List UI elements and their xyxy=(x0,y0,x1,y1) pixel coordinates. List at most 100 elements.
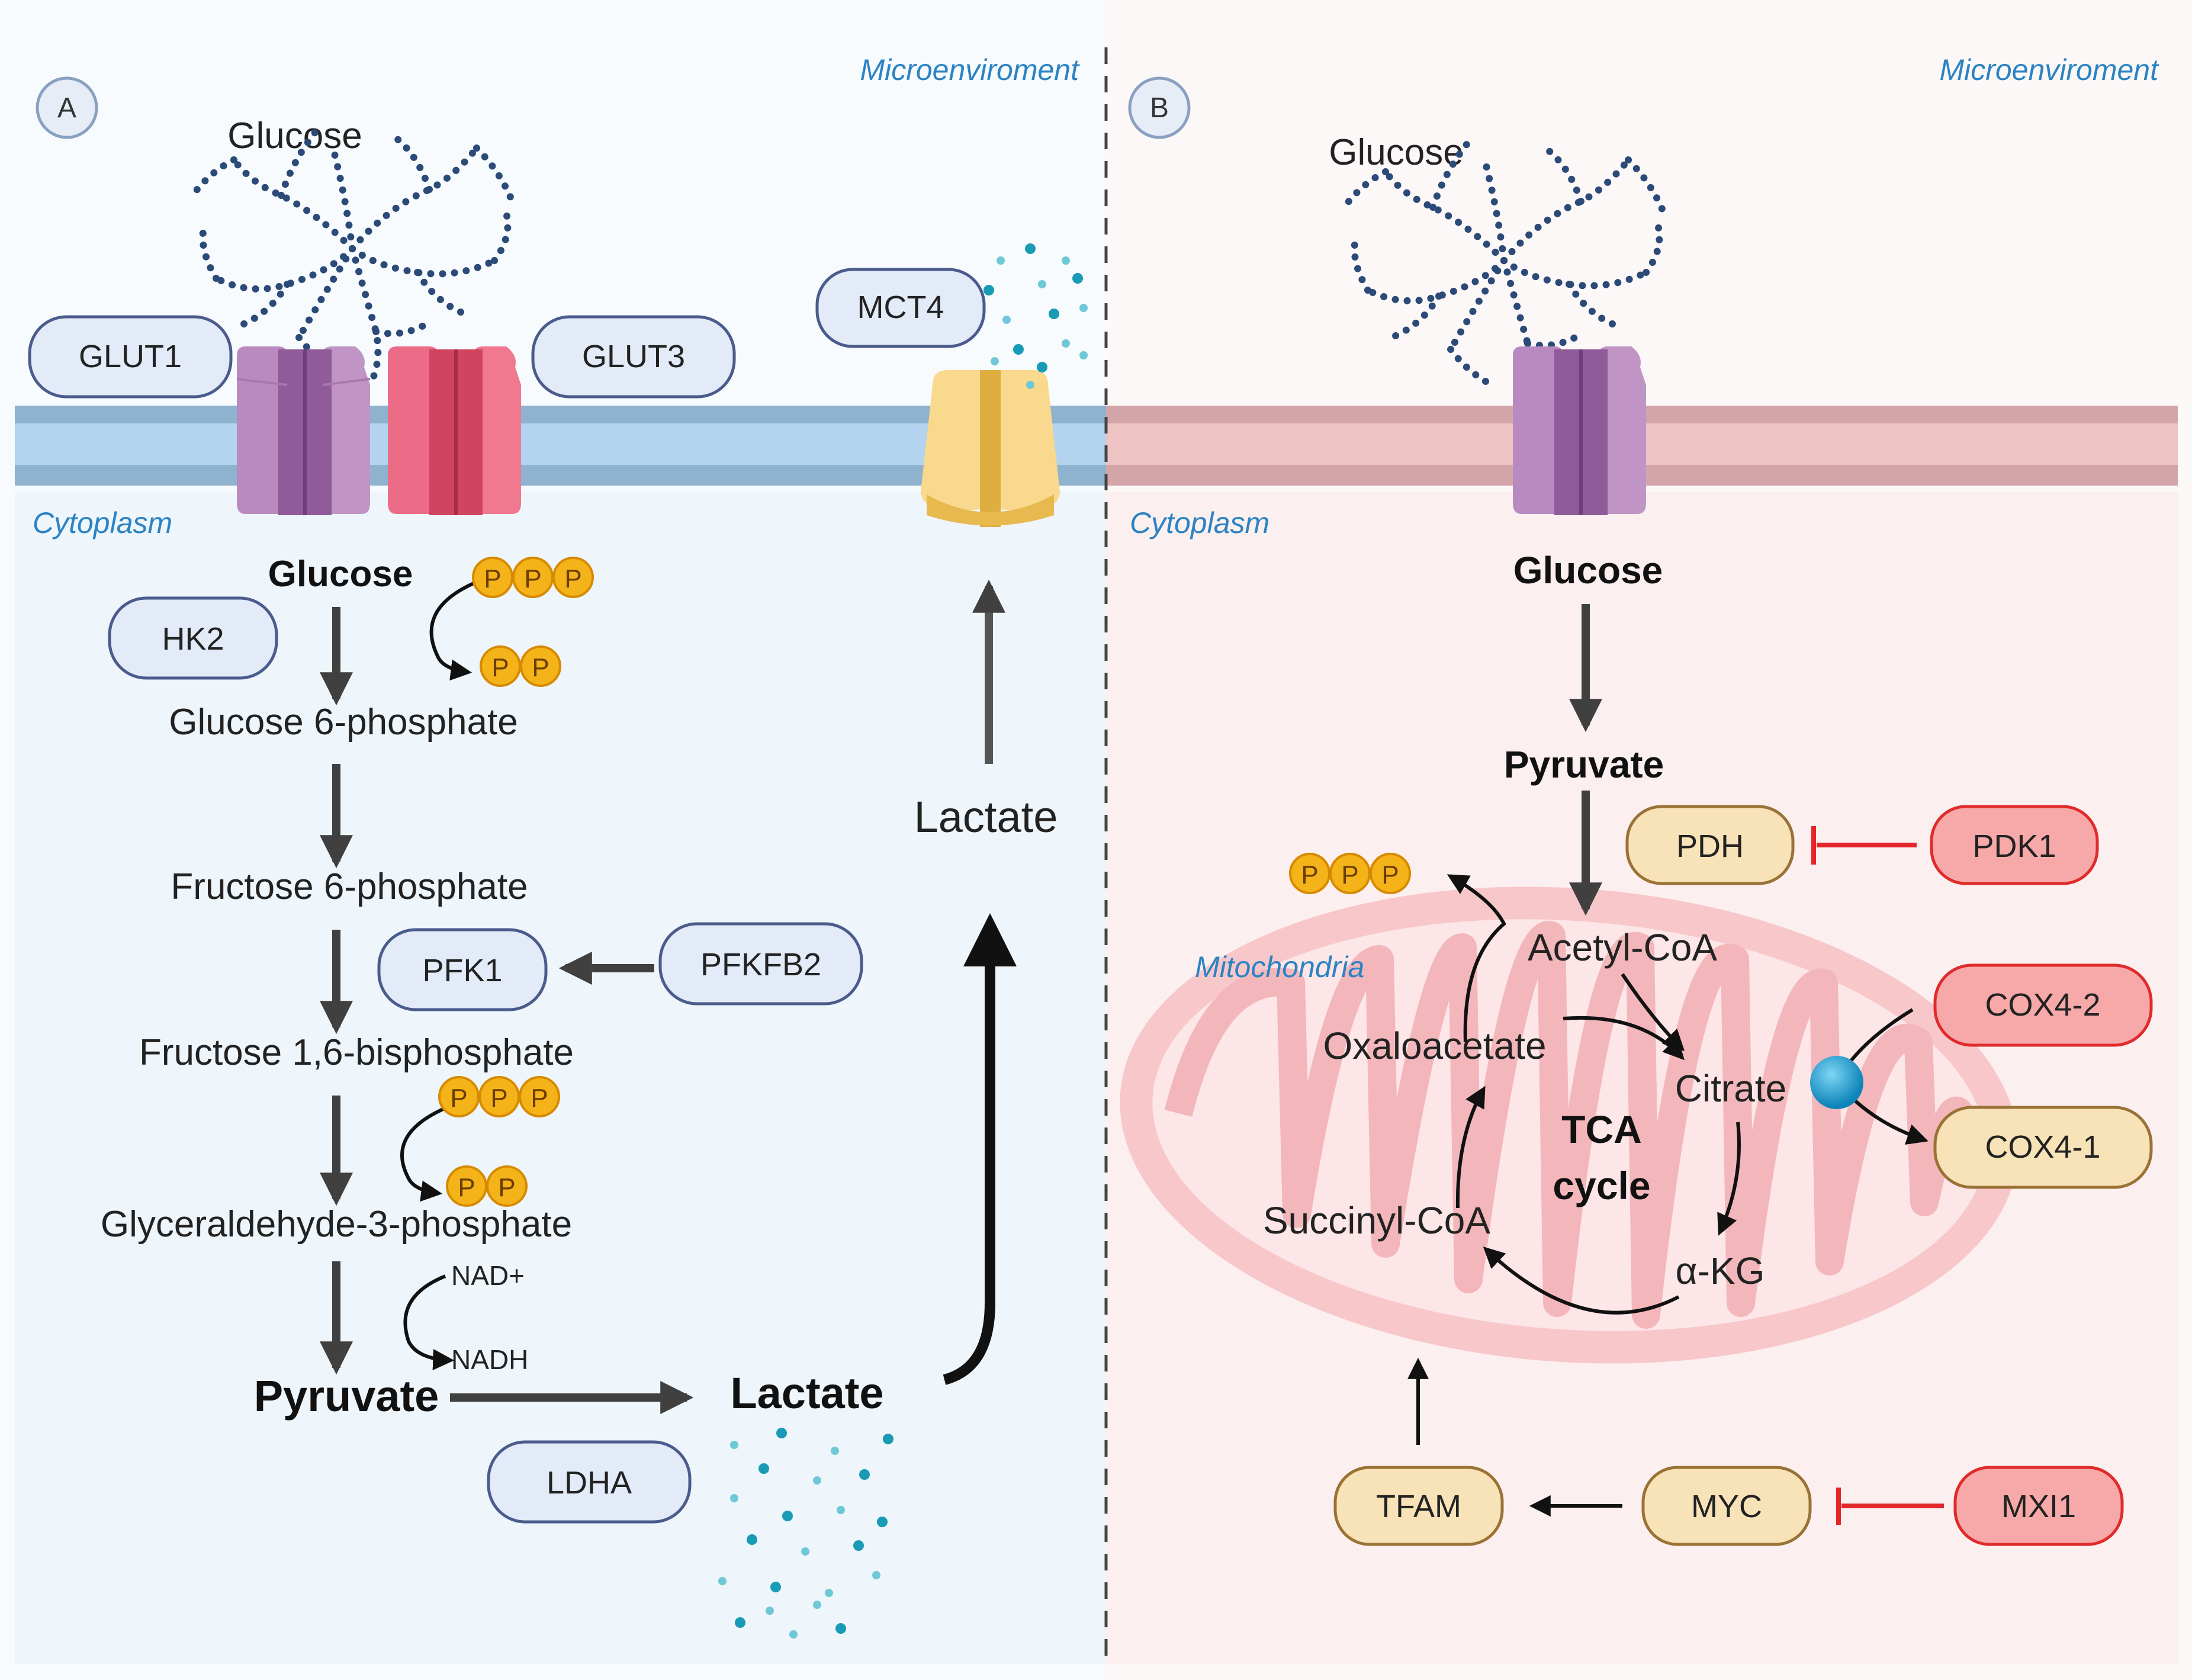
citrate-label: Citrate xyxy=(1675,1067,1787,1110)
mxi1-label: MXI1 xyxy=(1953,1466,2124,1546)
phosphate-icon xyxy=(1370,853,1411,894)
cycle-label: cycle xyxy=(1553,1164,1650,1207)
ldha-text: LDHA xyxy=(547,1465,632,1501)
mct4-label: MCT4 xyxy=(815,268,986,348)
lactate-dot xyxy=(813,1601,821,1609)
glut3-label: GLUT3 xyxy=(531,315,736,399)
glucose-strand xyxy=(414,269,468,317)
phosphate-letter: P xyxy=(484,564,501,593)
lactate-dot xyxy=(782,1511,793,1521)
panel-a-badge: A xyxy=(36,76,98,139)
lactate-dot xyxy=(1038,280,1046,288)
glyceraldehyde-3-phosphate-label: Glyceraldehyde-3-phosphate xyxy=(101,1204,572,1245)
glucose-strand xyxy=(199,221,220,282)
panel-b-badge: B xyxy=(1128,76,1191,139)
phosphate-letter: P xyxy=(531,1084,548,1113)
cox41-text: COX4-1 xyxy=(1985,1129,2100,1165)
glucose-strand xyxy=(1364,257,1508,304)
glut1-text: GLUT1 xyxy=(79,339,182,374)
pfkfb2-text: PFKFB2 xyxy=(700,947,821,982)
glucose-strand xyxy=(189,156,237,199)
glucose-strand xyxy=(1483,162,1508,264)
lactate-dot xyxy=(1026,381,1034,389)
pfk1-label: PFK1 xyxy=(377,928,548,1011)
glucose-strand xyxy=(1542,144,1584,205)
lactate-dot xyxy=(1049,309,1059,319)
lactate-dot xyxy=(718,1577,727,1585)
mitochondria-label: Mitochondria xyxy=(1195,950,1364,984)
panel-b-pyruvate-label: Pyruvate xyxy=(1504,743,1664,786)
mct4-transporter-icon xyxy=(921,370,1060,527)
phosphate-letter: P xyxy=(524,564,541,593)
myc-label: MYC xyxy=(1641,1466,1812,1546)
tca-label: TCA xyxy=(1561,1107,1642,1151)
lactate-dot xyxy=(831,1447,839,1455)
glut1-transporter-icon xyxy=(236,346,371,515)
phosphate-letter: P xyxy=(532,653,549,682)
phosphate-icon xyxy=(486,1165,528,1207)
pdh-text: PDH xyxy=(1676,828,1744,864)
phosphate-letter: P xyxy=(1341,860,1358,889)
lactate-dot xyxy=(770,1582,781,1592)
panel-b-badge-label: B xyxy=(1150,92,1169,124)
glucose-strand xyxy=(372,322,427,338)
glucose-strand xyxy=(491,210,512,264)
lactate-particles-outside-icon xyxy=(983,243,1088,389)
mxi1-text: MXI1 xyxy=(2001,1489,2076,1524)
lactate-dot xyxy=(853,1540,864,1551)
nadh-label: NADH xyxy=(451,1344,528,1375)
lactate-dot xyxy=(776,1428,787,1438)
lactate-dot xyxy=(766,1607,774,1615)
lactate-dot xyxy=(747,1534,757,1545)
phosphate-letter: P xyxy=(498,1173,515,1202)
lactate-dot xyxy=(1025,243,1036,254)
phosphate-letter: P xyxy=(564,564,581,593)
phosphate-icon xyxy=(520,645,561,687)
lactate-dot xyxy=(997,256,1005,265)
lactate-dot xyxy=(1072,273,1083,284)
glucose-strand xyxy=(1429,139,1472,211)
tfam-text: TFAM xyxy=(1376,1489,1461,1524)
arrow-oxaloacetate-to-atp xyxy=(1447,874,1506,1043)
glut3-text: GLUT3 xyxy=(582,339,685,374)
glucose-strand xyxy=(1566,281,1620,329)
glucose-strand xyxy=(213,245,356,293)
glucose-strand xyxy=(1447,346,1496,388)
cox42-label: COX4-2 xyxy=(1933,963,2153,1047)
glucose-strand xyxy=(1524,334,1579,349)
mitochondrion-icon xyxy=(1120,886,2019,1364)
cox42-text: COX4-2 xyxy=(1985,987,2100,1023)
glucose-strand xyxy=(1351,233,1371,294)
atp-to-adp-arrow-1 xyxy=(429,582,475,681)
phosphate-letter: P xyxy=(491,653,509,682)
panel-b-glucose-label: Glucose xyxy=(1513,549,1663,592)
glucose-strand xyxy=(1643,221,1663,276)
lactate-dot xyxy=(835,1623,846,1634)
pfkfb2-label: PFKFB2 xyxy=(658,922,863,1006)
lactate-outward-label: Lactate xyxy=(914,792,1058,841)
myc-text: MYC xyxy=(1691,1489,1762,1524)
glucose-strand xyxy=(1447,257,1508,353)
phosphate-letter: P xyxy=(1301,860,1318,889)
cox41-label: COX4-1 xyxy=(1933,1106,2153,1189)
panel-b-glucose-outside-label: Glucose xyxy=(1329,132,1463,173)
lactate-particles-icon xyxy=(718,1428,893,1639)
lactate-dot xyxy=(991,357,999,365)
atp-to-adp-arrow-2 xyxy=(400,1106,448,1202)
phosphate-letter: P xyxy=(450,1084,467,1113)
panel-a-cytoplasm-label: Cytoplasm xyxy=(33,506,172,539)
arrow-oxaloacetate-to-citrate xyxy=(1563,1016,1685,1061)
succinyl-coa-label: Succinyl-CoA xyxy=(1263,1199,1490,1242)
glucose-strand xyxy=(236,281,291,329)
tfam-label: TFAM xyxy=(1333,1466,1504,1546)
phosphate-icon xyxy=(552,557,594,598)
pdk1-text: PDK1 xyxy=(1972,828,2056,864)
pdh-label: PDH xyxy=(1625,805,1795,885)
nad-label: NAD+ xyxy=(451,1260,525,1291)
pyruvate-label: Pyruvate xyxy=(254,1371,439,1421)
arrow-lactate-to-outside xyxy=(943,913,1017,1385)
glut3-transporter-icon xyxy=(388,346,521,515)
lactate-dot xyxy=(1079,351,1088,359)
